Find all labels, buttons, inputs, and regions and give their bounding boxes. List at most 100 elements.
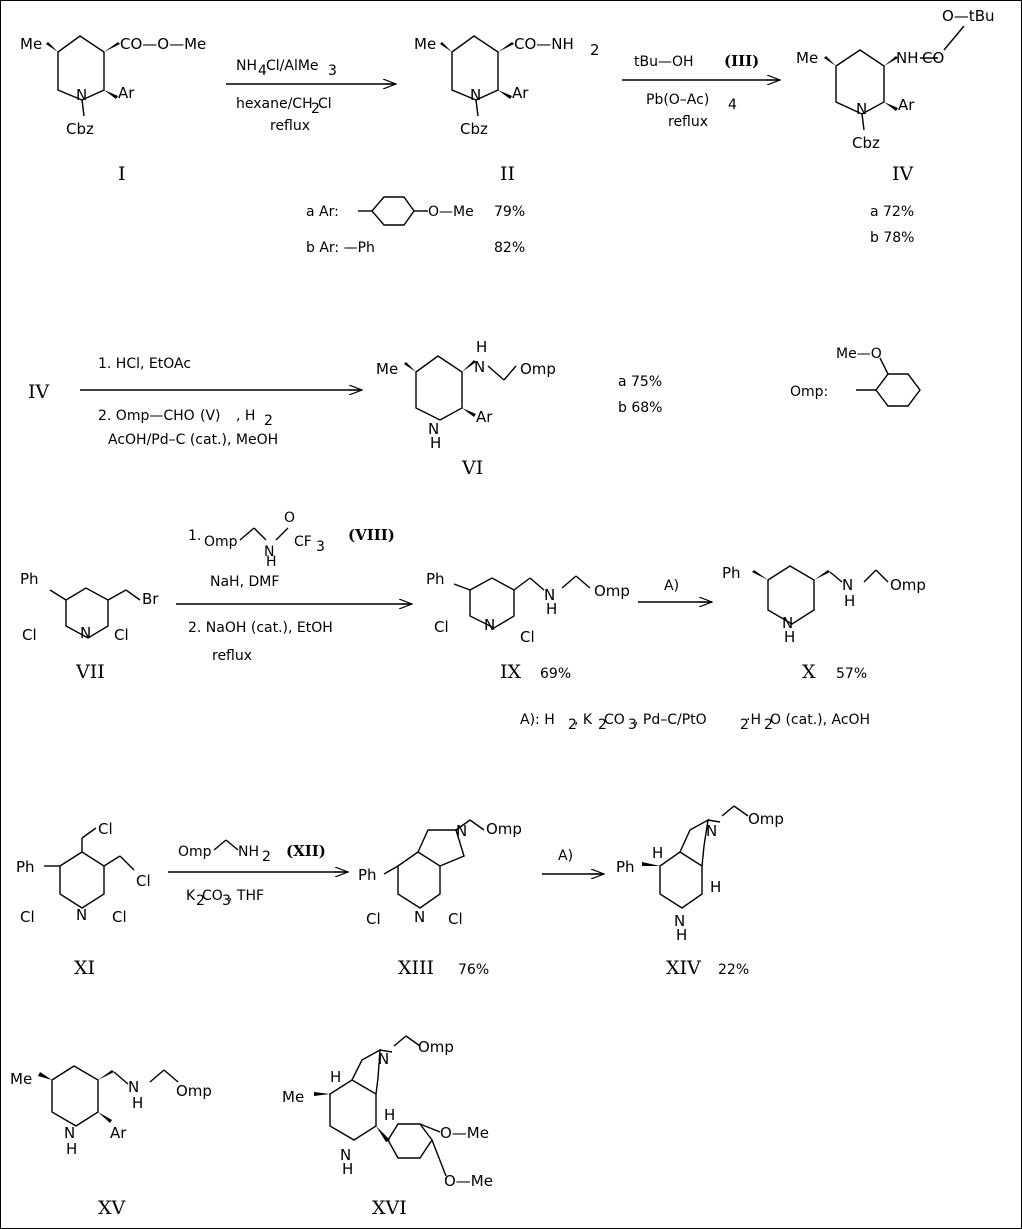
- svg-text:O—Me: O—Me: [440, 1124, 489, 1142]
- yield-XIV: 22%: [718, 962, 749, 978]
- svg-text:Omp: Omp: [520, 360, 556, 378]
- footnote-conditions-A: A): H 2 , K 2 CO 3 , Pd–C/PtO 2 ·H 2 O (…: [520, 712, 870, 733]
- svg-text:Cbz: Cbz: [66, 120, 94, 138]
- svg-text:Br: Br: [142, 590, 159, 608]
- svg-text:(V): (V): [200, 408, 221, 424]
- svg-text:N: N: [264, 544, 274, 560]
- svg-text:Cl: Cl: [318, 96, 332, 112]
- svg-text:N: N: [470, 86, 481, 104]
- compound-label: II: [500, 163, 515, 185]
- compound-label: I: [118, 163, 126, 185]
- svg-text:2: 2: [568, 717, 577, 733]
- svg-text:O (cat.), AcOH: O (cat.), AcOH: [770, 712, 870, 728]
- svg-text:Omp: Omp: [890, 576, 926, 594]
- svg-text:Me: Me: [10, 1070, 32, 1088]
- svg-text:N: N: [76, 906, 87, 924]
- svg-text:, K: , K: [574, 712, 593, 728]
- svg-text:A): A): [664, 578, 679, 594]
- svg-text:hexane/CH: hexane/CH: [236, 96, 313, 112]
- svg-text:N: N: [782, 614, 793, 632]
- svg-text:Ar: Ar: [512, 84, 529, 102]
- compound-label: IV: [892, 163, 914, 185]
- compound-label: XI: [74, 957, 95, 979]
- svg-text:Cl: Cl: [520, 628, 535, 646]
- svg-text:3: 3: [222, 893, 231, 909]
- svg-text:CO—NH: CO—NH: [514, 35, 574, 53]
- omp-definition: Omp: Me—O: [790, 346, 921, 407]
- svg-text:CF: CF: [294, 534, 312, 550]
- svg-text:H: H: [546, 600, 557, 618]
- svg-text:NH: NH: [236, 58, 257, 74]
- compound-label: VII: [75, 661, 105, 683]
- svg-text:82%: 82%: [494, 240, 525, 256]
- compound-label: VI: [461, 457, 483, 479]
- compound-XIII-structure: N Omp Ph Cl N Cl: [358, 819, 522, 928]
- svg-text:N: N: [128, 1078, 139, 1096]
- svg-text:H: H: [132, 1094, 143, 1112]
- svg-text:2: 2: [264, 413, 273, 429]
- svg-text:H: H: [784, 628, 795, 646]
- yield-VI-a: a 75%: [618, 374, 662, 390]
- svg-text:reflux: reflux: [212, 648, 252, 664]
- svg-text:N: N: [340, 1146, 351, 1164]
- svg-text:Ph: Ph: [20, 570, 39, 588]
- svg-text:Ph: Ph: [16, 858, 35, 876]
- compound-XI-structure: Cl Cl Ph Cl N Cl: [16, 820, 151, 926]
- svg-text:Cl: Cl: [112, 908, 127, 926]
- svg-text:(III): (III): [724, 52, 759, 70]
- svg-text:, H: , H: [236, 408, 255, 424]
- svg-text:Pb(O–Ac): Pb(O–Ac): [646, 92, 709, 108]
- svg-text:Ar: Ar: [118, 84, 135, 102]
- svg-text:Me: Me: [414, 35, 436, 53]
- svg-text:Me—O: Me—O: [836, 346, 882, 362]
- svg-text:N: N: [456, 822, 467, 840]
- svg-text:Cbz: Cbz: [460, 120, 488, 138]
- compound-label: XIV: [666, 957, 701, 979]
- svg-text:2: 2: [311, 101, 320, 117]
- compound-label: IV: [28, 381, 50, 403]
- svg-text:H: H: [710, 878, 721, 896]
- svg-text:Cl: Cl: [20, 908, 35, 926]
- svg-text:H: H: [430, 434, 441, 452]
- svg-text:Cl: Cl: [136, 872, 151, 890]
- compound-label: XV: [98, 1197, 126, 1219]
- yield-IV-a: a 72%: [870, 204, 914, 220]
- svg-text:2. NaOH (cat.), EtOH: 2. NaOH (cat.), EtOH: [188, 620, 333, 636]
- svg-text:H: H: [652, 844, 663, 862]
- svg-text:NH: NH: [238, 844, 259, 860]
- svg-text:4: 4: [258, 63, 267, 79]
- ar-definition-b: b Ar: —Ph 82%: [306, 240, 525, 256]
- svg-text:Omp: Omp: [594, 582, 630, 600]
- svg-text:3: 3: [628, 717, 637, 733]
- svg-text:, Pd–C/PtO: , Pd–C/PtO: [634, 712, 707, 728]
- svg-text:Ph: Ph: [358, 866, 377, 884]
- svg-text:2: 2: [764, 717, 773, 733]
- svg-text:A): A): [558, 848, 573, 864]
- svg-text:A): H: A): H: [520, 712, 555, 728]
- svg-text:Ph: Ph: [722, 564, 741, 582]
- svg-text:H: H: [844, 592, 855, 610]
- svg-text:2: 2: [262, 849, 271, 865]
- yield-IV-b: b 78%: [870, 230, 914, 246]
- svg-text:1. HCl, EtOAc: 1. HCl, EtOAc: [98, 356, 191, 372]
- svg-text:Ar: Ar: [476, 408, 493, 426]
- svg-text:2: 2: [740, 717, 749, 733]
- svg-text:Omp: Omp: [176, 1082, 212, 1100]
- svg-text:NaH, DMF: NaH, DMF: [210, 574, 279, 590]
- svg-text:AcOH/Pd–C (cat.), MeOH: AcOH/Pd–C (cat.), MeOH: [108, 432, 278, 448]
- ar-definition-a: a Ar: O—Me 79%: [306, 196, 525, 226]
- svg-text:N: N: [856, 100, 867, 118]
- compound-VII-structure: Ph Br Cl N Cl: [20, 570, 159, 644]
- svg-text:N: N: [842, 576, 853, 594]
- yield-X: 57%: [836, 666, 867, 682]
- compound-II-structure: Me CO—NH 2 Ar N Cbz: [414, 35, 600, 138]
- svg-text:N: N: [64, 1124, 75, 1142]
- svg-text:H: H: [330, 1068, 341, 1086]
- svg-text:NH: NH: [896, 49, 919, 67]
- svg-text:Cl: Cl: [22, 626, 37, 644]
- svg-text:Omp: Omp: [486, 820, 522, 838]
- svg-text:b Ar: —Ph: b Ar: —Ph: [306, 240, 375, 256]
- svg-text:Cl: Cl: [114, 626, 129, 644]
- svg-text:Cl: Cl: [448, 910, 463, 928]
- svg-text:4: 4: [728, 97, 737, 113]
